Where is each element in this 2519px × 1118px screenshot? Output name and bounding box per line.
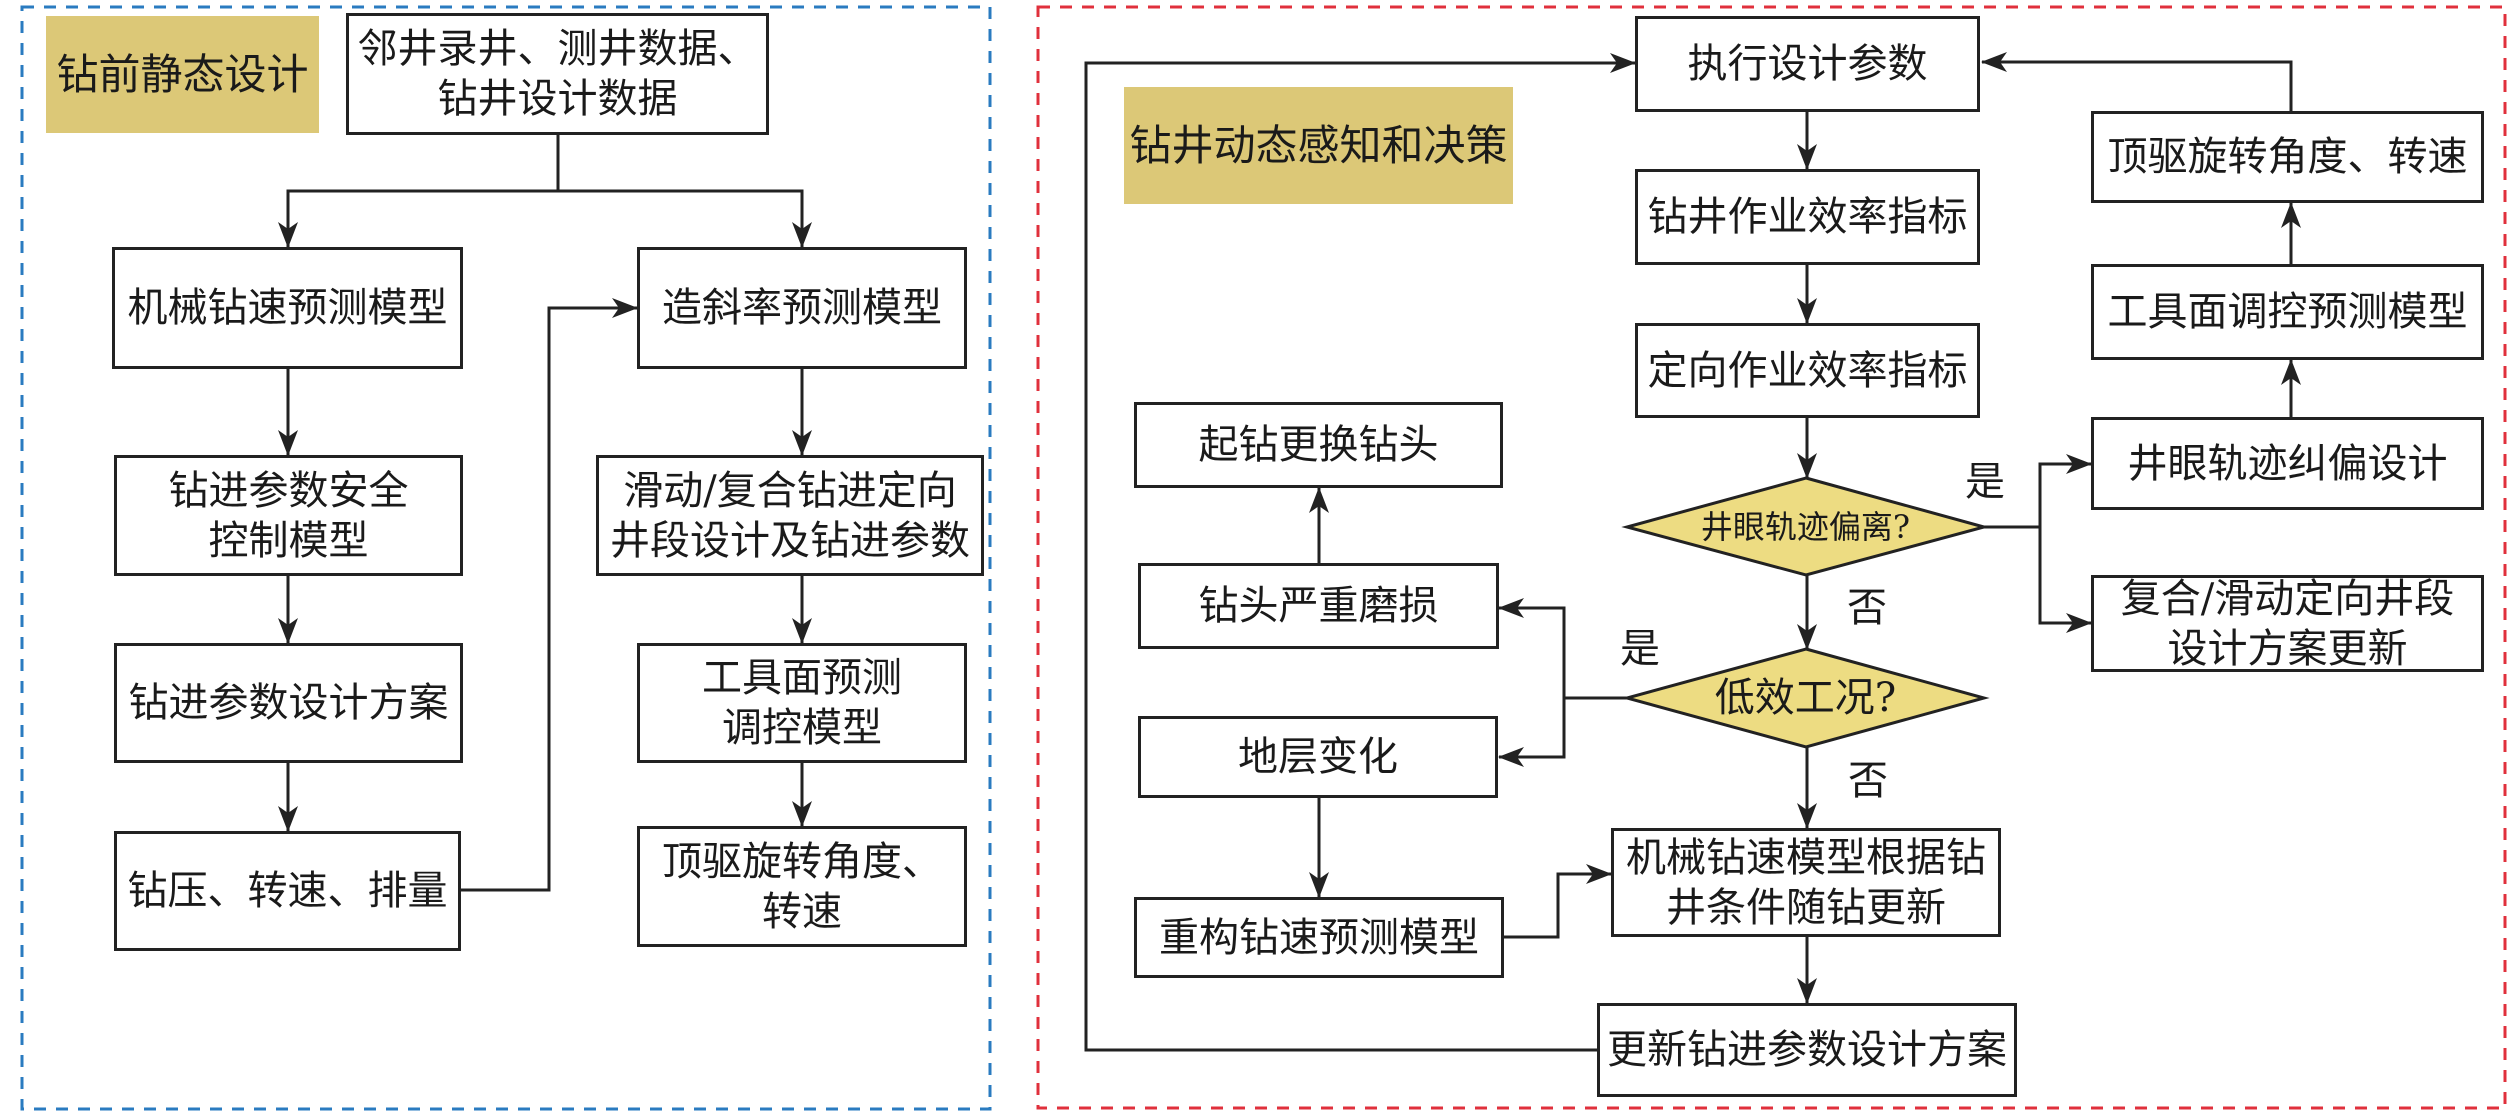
node-label-line: 更新钻进参数设计方案 bbox=[1607, 1027, 2007, 1073]
node-sliding-rotary-section-design: 滑动/复合钻进定向 井段设计及钻进参数 bbox=[596, 455, 984, 576]
node-label-line: 顶驱旋转角度、转速 bbox=[2107, 134, 2468, 180]
node-label-line: 机械钻速预测模型 bbox=[127, 285, 448, 331]
node-label-line: 控制模型 bbox=[208, 517, 369, 564]
node-label-line: 机械钻速模型根据钻 bbox=[1626, 834, 1986, 881]
node-label-line: 执行设计参数 bbox=[1687, 41, 1928, 87]
node-label-line: 复合/滑动定向井段 bbox=[2120, 575, 2455, 622]
dynamic-decision-title: 钻井动态感知和决策 bbox=[1129, 120, 1508, 170]
edge-label-low-efficiency-yes: 是 bbox=[1620, 626, 1660, 672]
node-section-design-update: 复合/滑动定向井段 设计方案更新 bbox=[2091, 575, 2484, 672]
node-label-line: 井眼轨迹纠偏设计 bbox=[2127, 440, 2448, 487]
arrow-yes-to-section-update bbox=[2038, 527, 2092, 633]
node-label-line: 造斜率预测模型 bbox=[662, 285, 942, 331]
dynamic-decision-title-tag: 钻井动态感知和决策 bbox=[1124, 87, 1513, 204]
edge-label-low-efficiency-no: 否 bbox=[1848, 758, 1888, 804]
node-rop-model-realtime-update: 机械钻速模型根据钻 井条件随钻更新 bbox=[1611, 828, 2001, 937]
node-label-line: 钻进参数安全 bbox=[168, 467, 409, 514]
edge-label-trajectory-yes: 是 bbox=[1965, 459, 2005, 505]
node-label-line: 井段设计及钻进参数 bbox=[610, 517, 970, 564]
node-label-line: 滑动/复合钻进定向 bbox=[623, 467, 957, 514]
node-toolface-prediction-control-model: 工具面预测 调控模型 bbox=[637, 643, 967, 763]
node-update-parameter-design-plan: 更新钻进参数设计方案 bbox=[1597, 1003, 2017, 1097]
static-design-title: 钻前静态设计 bbox=[56, 49, 309, 99]
node-label-line: 钻进参数设计方案 bbox=[128, 680, 449, 726]
node-label-line: 转速 bbox=[762, 888, 842, 935]
node-severe-bit-wear: 钻头严重磨损 bbox=[1138, 563, 1499, 649]
arrow-to-rop-prediction-model bbox=[278, 189, 558, 248]
node-parameter-safety-control-model: 钻进参数安全 控制模型 bbox=[114, 455, 463, 576]
arrow-rebuild-to-rop-update bbox=[1504, 864, 1612, 939]
node-offset-well-data: 邻井录井、测井数据、 钻井设计数据 bbox=[346, 13, 769, 135]
node-label-line: 钻井作业效率指标 bbox=[1647, 194, 1968, 240]
arrow-to-build-rate-model bbox=[558, 189, 812, 248]
node-drilling-efficiency-index: 钻井作业效率指标 bbox=[1635, 169, 1980, 265]
node-trip-replace-bit: 起钻更换钻头 bbox=[1134, 402, 1503, 488]
arrow-yes-to-trajectory-correction bbox=[2038, 454, 2092, 527]
dynamic-decision-panel-border bbox=[1036, 5, 2507, 1110]
node-execute-design-parameters: 执行设计参数 bbox=[1635, 16, 1980, 112]
decision-low-efficiency-label: 低效工况? bbox=[1714, 675, 1897, 721]
node-parameter-design-plan: 钻进参数设计方案 bbox=[114, 643, 463, 763]
node-label-line: 起钻更换钻头 bbox=[1198, 422, 1439, 468]
node-rop-prediction-model: 机械钻速预测模型 bbox=[112, 247, 463, 369]
node-rebuild-rop-model: 重构钻速预测模型 bbox=[1134, 897, 1504, 978]
node-build-rate-prediction-model: 造斜率预测模型 bbox=[637, 247, 967, 369]
static-design-title-tag: 钻前静态设计 bbox=[46, 16, 319, 133]
node-label-line: 重构钻速预测模型 bbox=[1159, 914, 1479, 961]
node-label-line: 钻井设计数据 bbox=[437, 76, 678, 122]
node-label-line: 钻压、转速、排量 bbox=[127, 868, 448, 914]
arrow-wob-to-build-rate-model bbox=[461, 298, 638, 892]
arrow-yes-to-formation-change bbox=[1498, 698, 1566, 767]
node-formation-change: 地层变化 bbox=[1138, 716, 1498, 798]
arrow-yes-to-bit-wear bbox=[1498, 598, 1566, 698]
arrow-top-drive-to-exec bbox=[1981, 52, 2293, 111]
node-top-drive-angle-speed-dynamic: 顶驱旋转角度、转速 bbox=[2091, 111, 2484, 203]
node-label-line: 井条件随钻更新 bbox=[1666, 884, 1946, 931]
node-label-line: 顶驱旋转角度、 bbox=[662, 838, 942, 885]
node-directional-efficiency-index: 定向作业效率指标 bbox=[1635, 323, 1980, 418]
decision-trajectory-deviation-label: 井眼轨迹偏离? bbox=[1700, 507, 1911, 546]
arrow-feedback-update-plan-to-exec bbox=[1084, 53, 1636, 1052]
node-top-drive-angle-speed: 顶驱旋转角度、 转速 bbox=[637, 826, 967, 947]
node-label-line: 地层变化 bbox=[1238, 734, 1398, 780]
node-toolface-control-prediction-model: 工具面调控预测模型 bbox=[2091, 264, 2484, 360]
node-label-line: 钻头严重磨损 bbox=[1198, 583, 1439, 629]
static-design-panel-border bbox=[20, 5, 992, 1111]
node-label-line: 邻井录井、测井数据、 bbox=[357, 26, 758, 72]
node-trajectory-correction-design: 井眼轨迹纠偏设计 bbox=[2091, 417, 2484, 510]
node-label-line: 工具面预测 bbox=[702, 655, 902, 701]
node-label-line: 工具面调控预测模型 bbox=[2107, 289, 2468, 335]
node-label-line: 调控模型 bbox=[722, 705, 882, 751]
node-label-line: 设计方案更新 bbox=[2167, 625, 2408, 672]
node-wob-rpm-flow: 钻压、转速、排量 bbox=[114, 831, 461, 951]
edge-label-trajectory-no: 否 bbox=[1847, 585, 1887, 631]
node-label-line: 定向作业效率指标 bbox=[1647, 347, 1968, 394]
